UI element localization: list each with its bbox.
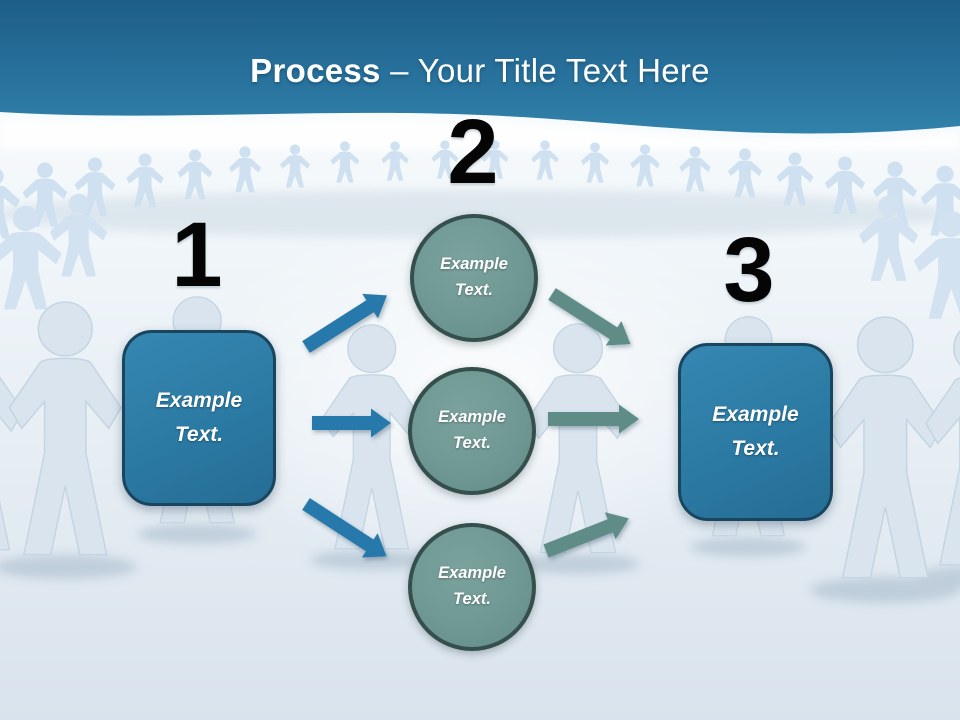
step-1-box-label: Example Text. <box>155 389 243 446</box>
ground-shadows <box>0 524 960 603</box>
step-2-number: 2 <box>447 101 499 203</box>
paper-person <box>229 146 261 193</box>
process-circle-2: Example Text. <box>408 367 536 495</box>
paper-person <box>728 148 762 198</box>
step-1-box: Example Text. <box>122 330 276 506</box>
title-rest: – Your Title Text Here <box>390 52 710 89</box>
step-1-number: 1 <box>171 204 223 306</box>
step-3-number: 3 <box>723 219 775 321</box>
process-circle-1: Example Text. <box>410 214 538 342</box>
circle-2-label: Example Text. <box>438 408 506 452</box>
paper-person <box>630 144 660 187</box>
process-circle-3: Example Text. <box>408 523 536 651</box>
header-wave <box>0 0 960 134</box>
paper-person <box>679 146 711 192</box>
header-wave-glow <box>0 118 960 150</box>
paper-person <box>0 167 20 239</box>
slide-title: Process – Your Title Text Here <box>0 52 960 90</box>
circle-3-label: Example Text. <box>438 564 506 608</box>
paper-person-figure <box>320 322 424 551</box>
title-emphasis: Process <box>250 52 381 89</box>
paper-person-figure <box>828 317 943 577</box>
step-3-box: Example Text. <box>678 343 833 521</box>
paper-person <box>280 144 310 188</box>
paper-person <box>177 149 213 200</box>
circle-1-label: Example Text. <box>440 255 508 299</box>
paper-person-figure <box>0 310 26 552</box>
paper-person-figure <box>9 302 121 555</box>
paper-person-figure <box>525 322 631 555</box>
step-3-box-label: Example Text. <box>712 403 799 460</box>
